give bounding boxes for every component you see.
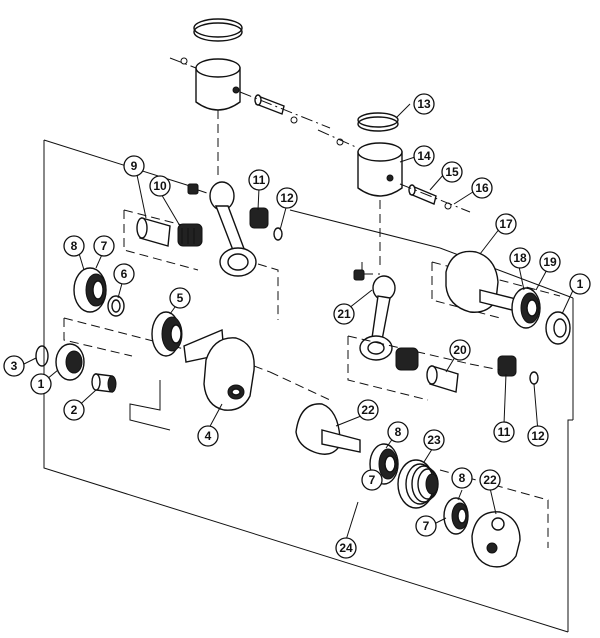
svg-text:22: 22 xyxy=(483,473,497,487)
crank-web-22-center xyxy=(269,371,361,455)
svg-text:21: 21 xyxy=(337,307,351,321)
callout-7-center: 7 xyxy=(361,469,383,491)
callout-8-lower: 8 xyxy=(451,467,473,489)
callout-13: 13 xyxy=(413,93,435,115)
callout-11-upper: 11 xyxy=(248,169,270,191)
callout-17: 17 xyxy=(495,213,517,235)
svg-text:13: 13 xyxy=(417,97,431,111)
svg-text:15: 15 xyxy=(445,165,459,179)
svg-text:24: 24 xyxy=(339,541,353,555)
callout-4: 4 xyxy=(197,425,219,447)
svg-text:1: 1 xyxy=(577,277,584,291)
svg-text:18: 18 xyxy=(513,251,527,265)
svg-text:4: 4 xyxy=(205,429,212,443)
bearing-18-19 xyxy=(511,287,541,329)
svg-text:12: 12 xyxy=(531,429,545,443)
callout-9: 9 xyxy=(123,155,145,177)
svg-text:17: 17 xyxy=(499,217,513,231)
leader-lines xyxy=(19,103,576,541)
svg-text:19: 19 xyxy=(543,255,557,269)
bearing-5 xyxy=(151,311,183,357)
svg-text:8: 8 xyxy=(71,239,78,253)
piston-pin-upper xyxy=(239,91,331,129)
connecting-rod-21 xyxy=(353,200,396,361)
svg-text:2: 2 xyxy=(71,403,78,417)
svg-text:7: 7 xyxy=(369,473,376,487)
svg-text:22: 22 xyxy=(361,403,375,417)
svg-text:10: 10 xyxy=(153,179,167,193)
crank-web-22-right xyxy=(471,511,521,568)
bearing-group-right xyxy=(347,335,539,401)
callout-8-center: 8 xyxy=(387,421,409,443)
svg-text:20: 20 xyxy=(453,343,467,357)
callout-3: 3 xyxy=(3,355,25,377)
svg-text:12: 12 xyxy=(280,191,294,205)
svg-text:8: 8 xyxy=(459,471,466,485)
svg-text:11: 11 xyxy=(253,173,266,187)
callout-22-right: 22 xyxy=(479,469,501,491)
callout-19: 19 xyxy=(539,251,561,273)
svg-text:16: 16 xyxy=(475,181,489,195)
svg-text:14: 14 xyxy=(417,149,431,163)
callout-12-upper: 12 xyxy=(276,187,298,209)
labyrinth-seal-23 xyxy=(397,459,439,509)
seal-1-right xyxy=(545,311,571,345)
piston-ring-13 xyxy=(357,112,399,132)
svg-text:1: 1 xyxy=(38,377,45,391)
svg-text:6: 6 xyxy=(121,267,128,281)
crank-half-4 xyxy=(183,328,271,411)
bearing-8-right-lower xyxy=(443,497,469,535)
bushing-2 xyxy=(91,373,117,393)
svg-text:7: 7 xyxy=(101,239,108,253)
callout-18: 18 xyxy=(509,247,531,269)
o-ring-3 xyxy=(35,345,49,367)
callout-8-left: 8 xyxy=(63,235,85,257)
callout-20: 20 xyxy=(449,339,471,361)
callout-16: 16 xyxy=(471,177,493,199)
piston-lower xyxy=(317,129,403,197)
bearing-8-center xyxy=(369,443,399,485)
seal-1-left xyxy=(55,343,85,381)
piston-pin-15 xyxy=(399,183,471,213)
callout-2: 2 xyxy=(63,399,85,421)
seal-6 xyxy=(107,295,125,317)
callout-15: 15 xyxy=(441,161,463,183)
svg-text:3: 3 xyxy=(11,359,18,373)
callout-23: 23 xyxy=(423,429,445,451)
callout-14: 14 xyxy=(413,145,435,167)
callout-1-left: 1 xyxy=(30,373,52,395)
bearing-group-left xyxy=(123,207,283,320)
callout-7-lower: 7 xyxy=(415,515,437,537)
svg-text:11: 11 xyxy=(498,425,511,439)
callout-10: 10 xyxy=(149,175,171,197)
callout-6: 6 xyxy=(113,263,135,285)
piston-upper xyxy=(169,18,243,111)
svg-text:23: 23 xyxy=(427,433,441,447)
callout-24: 24 xyxy=(335,537,357,559)
svg-text:9: 9 xyxy=(131,159,138,173)
svg-text:8: 8 xyxy=(395,425,402,439)
callout-11-lower: 11 xyxy=(493,421,515,443)
bearing-8-left xyxy=(73,267,107,313)
callout-7-left: 7 xyxy=(93,235,115,257)
flywheel-17 xyxy=(431,250,561,319)
svg-text:5: 5 xyxy=(177,291,184,305)
svg-text:7: 7 xyxy=(423,519,430,533)
callout-5: 5 xyxy=(169,287,191,309)
callout-22-center: 22 xyxy=(357,399,379,421)
callout-12-lower: 12 xyxy=(527,425,549,447)
callout-1-right: 1 xyxy=(569,273,591,295)
callout-21: 21 xyxy=(333,303,355,325)
connecting-rod-upper xyxy=(187,110,257,277)
